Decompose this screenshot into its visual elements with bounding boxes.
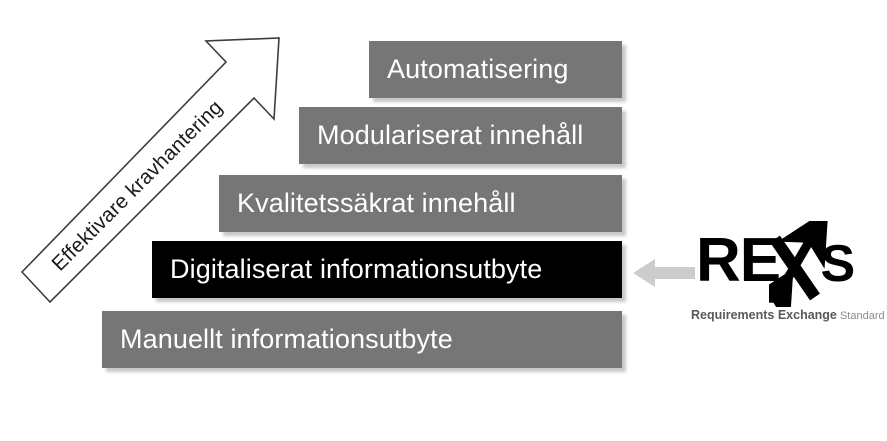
rexs-re-text: RE (696, 226, 781, 295)
left-arrow-polygon (633, 259, 695, 287)
rexs-tagline: Requirements Exchange Standard (691, 306, 885, 324)
step-label: Kvalitetssäkrat innehåll (237, 188, 516, 218)
step-bar-digitaliserat-informationsutbyte[interactable]: Digitaliserat informationsutbyte (152, 241, 622, 298)
step-bar-manuellt-informationsutbyte[interactable]: Manuellt informationsutbyte (102, 311, 622, 368)
step-label: Digitaliserat informationsutbyte (170, 254, 543, 284)
rexs-logo: REXS (690, 208, 885, 333)
rexs-x-arrow-icon (742, 208, 829, 329)
step-label: Modulariserat innehåll (317, 120, 584, 150)
rexs-wordmark: REXS (690, 208, 865, 329)
step-bar-modulariserat-innehall[interactable]: Modulariserat innehåll (299, 107, 622, 164)
left-arrow-icon (633, 256, 695, 290)
step-label: Manuellt informationsutbyte (120, 324, 453, 354)
rexs-x-arrow-diagonal (742, 208, 829, 329)
step-label: Automatisering (387, 54, 569, 84)
step-bar-automatisering[interactable]: Automatisering (369, 41, 622, 98)
rexs-tagline-strong: Requirements Exchange (691, 308, 837, 322)
step-bar-kvalitetssakrat-innehall[interactable]: Kvalitetssäkrat innehåll (219, 175, 622, 232)
rexs-tagline-light: Standard (839, 310, 885, 322)
